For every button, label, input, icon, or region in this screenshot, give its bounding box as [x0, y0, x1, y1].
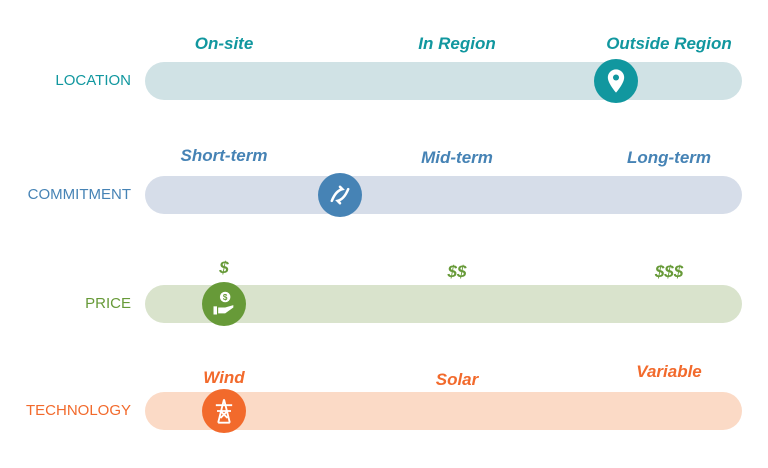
option-label: Mid-term	[421, 148, 493, 167]
row-label-location: LOCATION	[55, 72, 131, 89]
handshake-icon	[326, 181, 354, 209]
row-label-commitment: COMMITMENT	[27, 186, 131, 203]
slider-knob-price[interactable]: $	[202, 282, 246, 326]
row-label-price: PRICE	[85, 295, 131, 312]
map-pin-icon	[602, 67, 630, 95]
option-label: Short-term	[180, 146, 268, 165]
option-label: Outside Region	[606, 34, 732, 53]
option-label: Variable	[636, 362, 702, 381]
option-label: Wind	[203, 368, 245, 387]
option-label: In Region	[418, 34, 496, 53]
svg-text:$: $	[223, 293, 228, 302]
option-label: $$$	[654, 262, 684, 281]
option-label: On-site	[194, 34, 254, 53]
row-label-technology: TECHNOLOGY	[25, 402, 131, 419]
slider-knob-location[interactable]	[593, 59, 638, 103]
transmission-tower-icon	[210, 397, 238, 425]
money-hand-icon: $	[210, 290, 238, 318]
slider-track-commitment[interactable]	[145, 176, 742, 214]
option-label: Solar	[435, 370, 479, 389]
slider-knob-commitment[interactable]	[317, 173, 362, 217]
option-label: $$	[447, 262, 467, 281]
option-label: $	[219, 258, 229, 277]
slider-track-location[interactable]	[145, 62, 742, 100]
slider-knob-technology[interactable]	[202, 389, 246, 433]
option-label: Long-term	[626, 148, 712, 167]
